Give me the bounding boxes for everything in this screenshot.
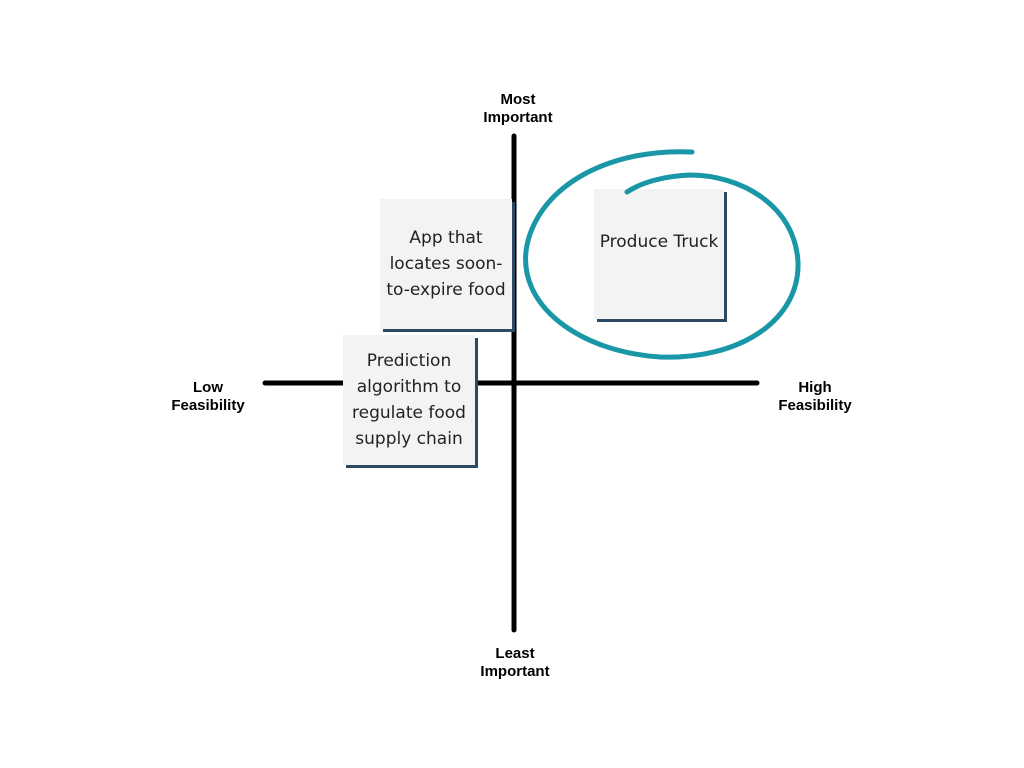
low-feasibility-label: Low Feasibility bbox=[171, 379, 245, 414]
least-important-label: Least Important bbox=[480, 645, 550, 680]
highlight-circle-stroke bbox=[523, 149, 801, 360]
idea-card-app[interactable]: App that locates soon-to-expire food bbox=[380, 199, 512, 329]
idea-card-app-text: App that locates soon-to-expire food bbox=[386, 228, 506, 300]
idea-card-produce-truck[interactable]: Produce Truck bbox=[594, 189, 724, 319]
idea-card-produce-truck-text: Produce Truck bbox=[599, 232, 719, 252]
high-feasibility-label: High Feasibility bbox=[778, 379, 852, 414]
idea-card-prediction[interactable]: Prediction algorithm to regulate food su… bbox=[343, 335, 475, 465]
most-important-label: Most Important bbox=[483, 91, 553, 126]
idea-card-prediction-text: Prediction algorithm to regulate food su… bbox=[352, 351, 466, 449]
